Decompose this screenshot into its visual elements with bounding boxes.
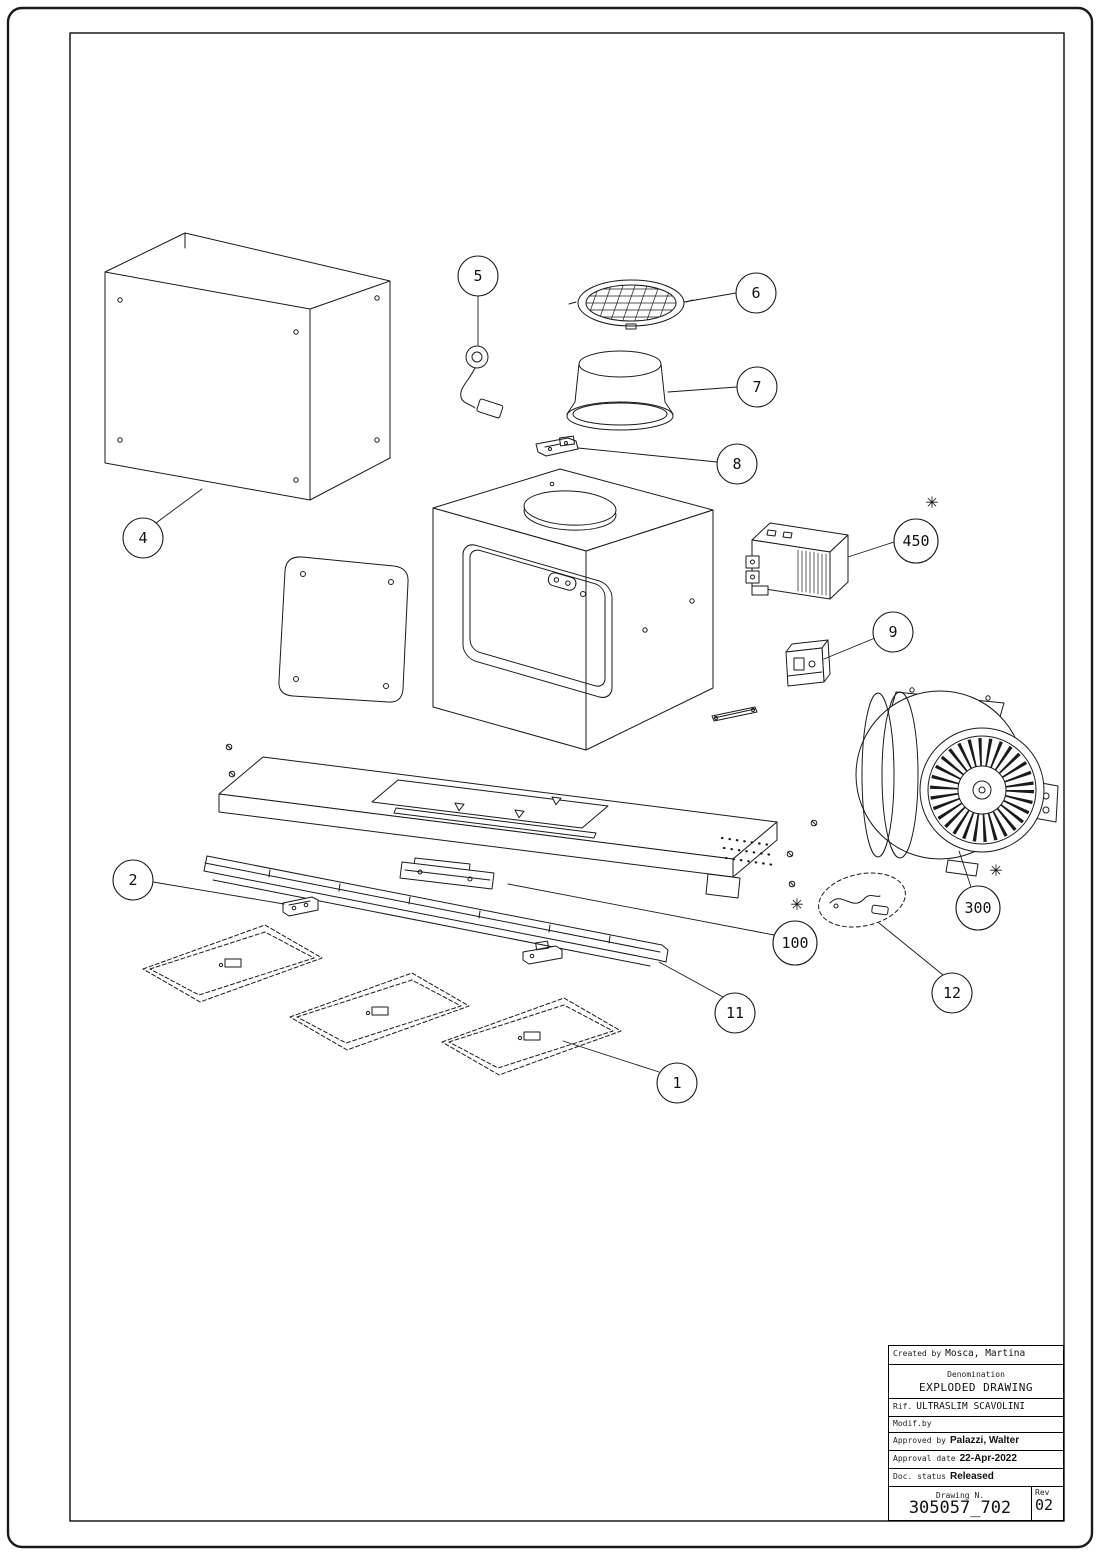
balloon-450-label: 450 [902, 532, 929, 550]
balloon-12-label: 12 [943, 984, 961, 1002]
part-filters [142, 924, 622, 1076]
part-main-body [432, 468, 714, 751]
balloon-5: 5 [457, 255, 499, 297]
balloon-450: 450 ✳ [893, 493, 939, 564]
balloon-100-label: 100 [781, 934, 808, 952]
part-fixing-bracket [399, 857, 495, 890]
part-control-box [745, 522, 849, 600]
balloon-8: 8 [716, 443, 758, 485]
created-by-row: Created by Mosca, Martina [889, 1346, 1063, 1364]
doc-status-row: Doc. status Released [889, 1468, 1063, 1486]
doc-status-value: Released [949, 1471, 994, 1482]
asterisk-300: ✳ [989, 861, 1002, 880]
balloons: 5 6 7 8 450 ✳ 9 4 2 [112, 255, 1003, 1104]
balloon-6-label: 6 [751, 284, 760, 302]
drawing-number-row: Drawing N. 305057_702 Rev 02 [889, 1486, 1063, 1520]
rif-label: Rif. [893, 1402, 913, 1411]
rev-label: Rev [1035, 1488, 1050, 1497]
created-by-value: Mosca, Martina [945, 1348, 1026, 1359]
balloon-9: 9 [872, 611, 914, 653]
part-blower-motor [855, 687, 1059, 877]
part-bracket-small [282, 896, 319, 917]
balloon-leaders [152, 292, 972, 1073]
approved-by-row: Approved by Palazzi, Walter [889, 1432, 1063, 1450]
part-chimney-bracket [104, 232, 391, 501]
approval-date-value: 22-Apr-2022 [959, 1453, 1017, 1464]
denomination-label: Denomination [947, 1369, 1005, 1379]
inner-frame [69, 32, 1065, 1522]
outer-border [6, 6, 1094, 1549]
part-mid-clip [522, 940, 563, 965]
approval-date-label: Approval date [893, 1454, 956, 1463]
balloon-11-label: 11 [726, 1004, 744, 1022]
part-cone-reducer [566, 350, 674, 431]
balloon-5-label: 5 [473, 267, 482, 285]
approved-by-label: Approved by [893, 1436, 946, 1445]
part-grille [568, 279, 694, 330]
doc-status-label: Doc. status [893, 1472, 946, 1481]
balloon-1: 1 [656, 1062, 698, 1104]
balloon-7-label: 7 [752, 378, 761, 396]
balloon-300: 300 ✳ [955, 861, 1003, 931]
part-clip-bracket [535, 435, 579, 457]
balloon-9-label: 9 [888, 623, 897, 641]
asterisk-450: ✳ [925, 493, 938, 512]
part-lamp [460, 345, 504, 419]
part-side-panel [278, 556, 409, 703]
balloon-8-label: 8 [732, 455, 741, 473]
balloon-100: 100 ✳ [772, 895, 818, 966]
part-switch-block [785, 639, 831, 687]
rif-row: Rif. ULTRASLIM SCAVOLINI [889, 1398, 1063, 1416]
balloon-12: 12 [931, 972, 973, 1014]
balloon-11: 11 [714, 992, 756, 1034]
denomination-row: Denomination EXPLODED DRAWING [889, 1364, 1063, 1398]
approved-by-value: Palazzi, Walter [949, 1435, 1020, 1446]
modif-by-label: Modif.by [893, 1419, 932, 1428]
part-chassis [218, 756, 778, 899]
part-mounting-rail [203, 855, 669, 967]
balloon-2-label: 2 [128, 871, 137, 889]
balloon-1-label: 1 [672, 1074, 681, 1092]
approval-date-row: Approval date 22-Apr-2022 [889, 1450, 1063, 1468]
balloon-300-label: 300 [964, 899, 991, 917]
balloon-4-label: 4 [138, 529, 147, 547]
rif-value: ULTRASLIM SCAVOLINI [916, 1401, 1025, 1412]
title-block: Created by Mosca, Martina Denomination E… [888, 1345, 1064, 1521]
part-small-bar [711, 706, 758, 722]
balloon-7: 7 [736, 366, 778, 408]
asterisk-100: ✳ [790, 895, 803, 914]
drawing-number-value: 305057_702 [908, 1497, 1012, 1518]
screws [225, 743, 818, 888]
rev-cell: Rev 02 [1031, 1487, 1063, 1520]
balloon-6: 6 [735, 272, 777, 314]
rev-value: 02 [1035, 1496, 1054, 1514]
drawing-number-cell: Drawing N. 305057_702 [889, 1487, 1031, 1520]
modif-by-row: Modif.by [889, 1416, 1063, 1432]
part-cable-kit [818, 872, 906, 928]
denomination-value: EXPLODED DRAWING [919, 1380, 1033, 1394]
balloon-2: 2 [112, 859, 154, 901]
balloon-4: 4 [122, 517, 164, 559]
drawing-number-label: Drawing N. [935, 1490, 985, 1500]
created-by-label: Created by [893, 1349, 942, 1358]
